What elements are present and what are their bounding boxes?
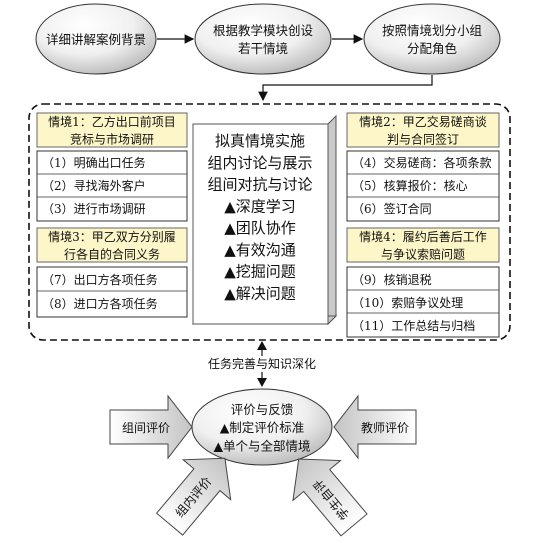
situation-3-header-line-1: 情境3：甲乙双方分别履 [48, 229, 176, 244]
situation-4-header-line-2: 与争议索赔问题 [381, 246, 465, 261]
center-block: 拟真情境实施组内讨论与展示组间对抗与讨论 ▲深度学习 ▲团队协作 ▲有效沟通 ▲挖掘问题… [191, 114, 338, 326]
bidirectional-link: 任务完善与知识深化 [203, 341, 321, 387]
connector-step3-to-box [258, 75, 433, 102]
step-create-situations-text: 根据教学模块创设若干情境 [213, 23, 314, 56]
situation-1-item-1: （1）明确出口任务 [42, 155, 146, 170]
situation-3-header-line-2: 行各自的合同义务 [64, 246, 160, 261]
situation-4-header: 情境4：履约后善后工作与争议索赔问题 [359, 229, 487, 261]
situation-2-item-3: （6）签订合同 [352, 201, 432, 216]
evaluator-right-label: 教师评价 [361, 420, 409, 435]
step-group-roles-text: 按照情境划分小组分配角色 [382, 23, 482, 56]
step-background: 详细讲解案例背景 [35, 3, 157, 75]
step-background-text-line-1: 详细讲解案例背景 [46, 32, 146, 47]
situation-2-header: 情境2：甲乙交易磋商谈判与合同签订 [359, 114, 487, 146]
step-group-roles-text-line-1: 按照情境划分小组 [382, 23, 482, 38]
situation-1-item-3: （3）进行市场调研 [42, 201, 146, 216]
situation-2-header-line-2: 判与合同签订 [387, 131, 459, 146]
situation-2-header-line-1: 情境2：甲乙交易磋商谈 [359, 114, 487, 129]
evaluation-text: 评价与反馈 ▲制定评价标准 ▲单个与全部情境 [213, 402, 310, 453]
situation-4-header-line-1: 情境4：履约后善后工作 [359, 229, 487, 244]
situation-3: 情境3：甲乙双方分别履行各自的合同义务 （7）出口方各项任务 （8）进口方各项任… [36, 227, 188, 318]
evaluation-text-line-3: ▲单个与全部情境 [213, 438, 310, 453]
situation-1-item-2: （2）寻找海外客户 [42, 178, 146, 193]
evaluation-text-line-1: 评价与反馈 [231, 402, 294, 417]
evaluator-left-label: 组间评价 [122, 421, 170, 435]
situation-1-header-line-1: 情境1：乙方出口前项目 [48, 114, 176, 129]
situation-1-header: 情境1：乙方出口前项目竞标与市场调研 [48, 114, 176, 146]
evaluation-text-line-2: ▲制定评价标准 [220, 420, 305, 435]
center-block-text: 拟真情境实施组内讨论与展示组间对抗与讨论 ▲深度学习 ▲团队协作 ▲有效沟通 ▲挖掘问题… [207, 132, 312, 302]
center-block-text-line-2: 组内讨论与展示 [207, 154, 312, 172]
step-create-situations-text-line-2: 若干情境 [238, 41, 288, 56]
situation-4: 情境4：履约后善后工作与争议索赔问题 （9）核销退税 （10）索赔争议处理 （1… [346, 227, 500, 338]
situation-3-item-1: （7）出口方各项任务 [42, 272, 158, 287]
center-block-text-line-6: ▲有效沟通 [224, 241, 296, 259]
situation-1-header-line-2: 竞标与市场调研 [70, 131, 154, 146]
center-block-text-line-8: ▲解决问题 [224, 284, 296, 302]
center-block-text-line-4: ▲深度学习 [224, 197, 296, 215]
center-block-text-line-1: 拟真情境实施 [215, 132, 305, 150]
situation-2: 情境2：甲乙交易磋商谈判与合同签订 （4）交易磋商：各项条款 （5）核算报价：核… [346, 112, 500, 222]
situations-container [28, 103, 511, 341]
center-block-text-line-7: ▲挖掘问题 [224, 263, 296, 281]
evaluation: 评价与反馈 ▲制定评价标准 ▲单个与全部情境 [191, 388, 333, 466]
step-group-roles: 按照情境划分小组分配角色 [363, 3, 501, 75]
situation-2-item-1: （4）交易磋商：各项条款 [352, 155, 492, 170]
situation-2-item-2: （5）核算报价：核心 [352, 178, 468, 193]
center-block-text-line-5: ▲团队协作 [224, 219, 296, 237]
situation-4-item-3: （11）工作总结与归档 [352, 319, 475, 333]
link-label: 任务完善与知识深化 [208, 356, 316, 371]
step-group-roles-text-line-2: 分配角色 [407, 41, 458, 56]
step-background-text: 详细讲解案例背景 [46, 32, 146, 47]
arrow-teacher: 教师评价 [333, 394, 417, 460]
arrow-peer-group: 组间评价 [109, 394, 193, 460]
situation-1: 情境1：乙方出口前项目竞标与市场调研 （1）明确出口任务 （2）寻找海外客户 （… [36, 112, 188, 222]
situation-3-item-2: （8）进口方各项任务 [42, 296, 158, 311]
situation-4-item-1: （9）核销退税 [352, 273, 432, 287]
step-create-situations-text-line-1: 根据教学模块创设 [213, 23, 314, 38]
situation-4-item-2: （10）索赔争议处理 [352, 295, 463, 310]
step-create-situations: 根据教学模块创设若干情境 [194, 3, 332, 75]
center-block-text-line-3: 组间对抗与讨论 [207, 176, 312, 194]
situation-3-header: 情境3：甲乙双方分别履行各自的合同义务 [48, 229, 176, 261]
